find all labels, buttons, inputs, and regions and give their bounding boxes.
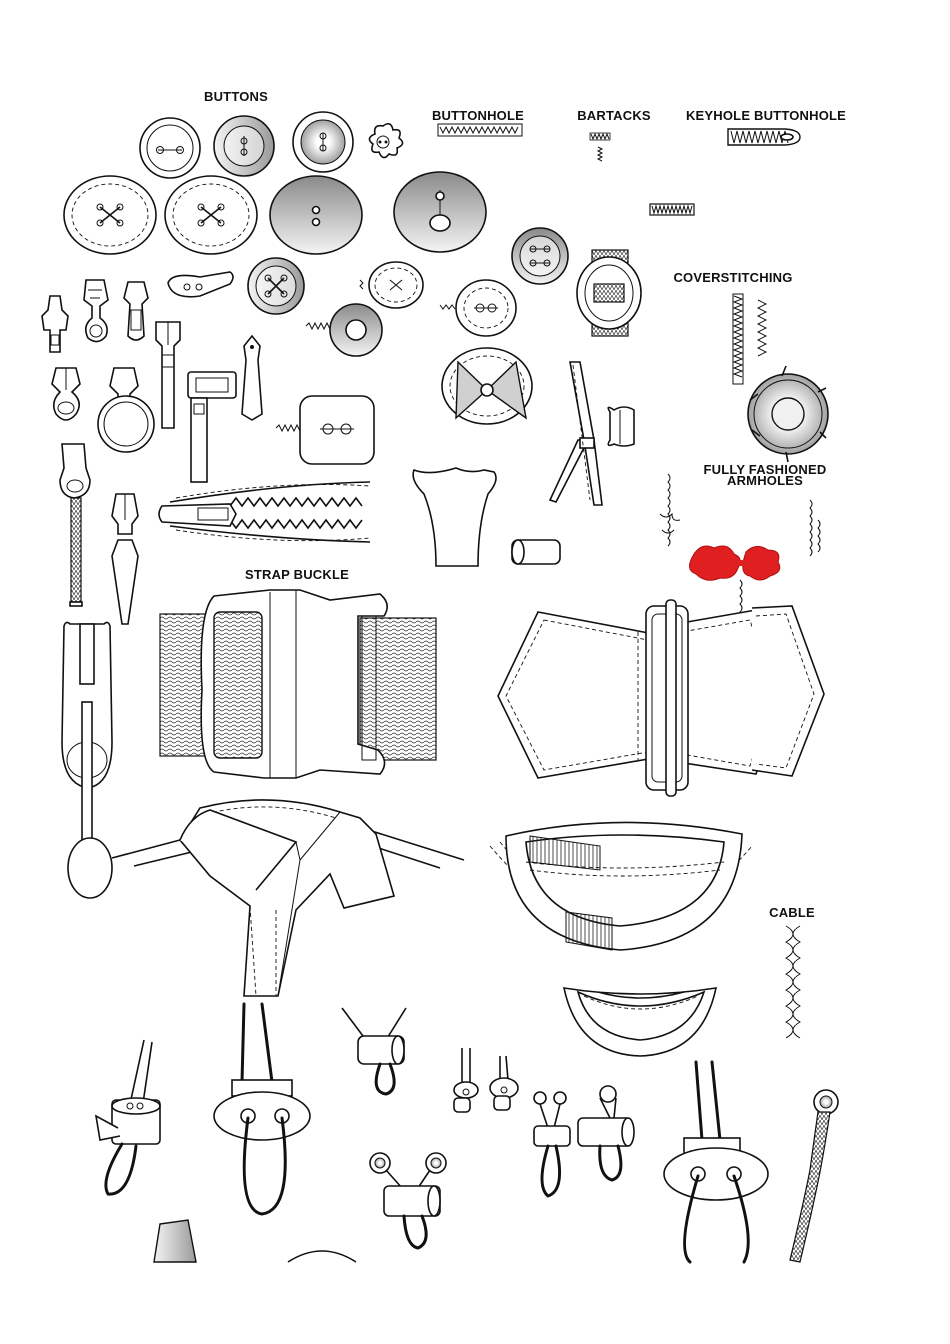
cord-stopper-icon [533, 1091, 571, 1198]
strap-buckle-label: STRAP BUCKLE [245, 567, 349, 582]
coverstitching-sample [732, 293, 768, 385]
zipper-pull-icon [111, 493, 139, 625]
cord-stopper-icon [94, 1039, 161, 1196]
cable-label: CABLE [769, 905, 815, 920]
button-icon [247, 257, 305, 315]
button-icon [63, 175, 157, 255]
zipper-ring-pull-icon [97, 367, 155, 453]
fully-fashioned-sample [659, 473, 821, 629]
cord-stopper-icon [369, 1152, 447, 1250]
zipper-pull-icon [123, 281, 149, 341]
crew-neckline-icon [489, 821, 753, 951]
belt-buckle-icon [497, 599, 825, 797]
button-icon [269, 175, 363, 255]
cord-stopper-icon [577, 1085, 635, 1182]
cord-end-icon [607, 406, 635, 447]
zipper-pull-icon [241, 334, 263, 421]
collar-icon [111, 799, 465, 997]
button-icon [213, 115, 275, 177]
zipper-tab-pull-icon [187, 371, 237, 483]
strap-buckle-icon [159, 589, 437, 779]
zipper-pull-icon [83, 279, 109, 343]
bartack-rect [649, 203, 695, 216]
button-icon [287, 1250, 357, 1263]
button-icon [164, 175, 258, 255]
cable-stitch-sample [784, 925, 802, 1039]
v-neckline-icon [562, 987, 718, 1057]
button-icon [305, 303, 383, 357]
button-icon [439, 279, 517, 337]
zipper-stopper-icon [153, 1219, 197, 1263]
cord-stopper-icon [663, 1060, 769, 1264]
buttonhole-label: BUTTONHOLE [432, 108, 524, 123]
bartacks-label: BARTACKS [577, 108, 651, 123]
button-icon [511, 227, 569, 285]
zipper-pull-large-icon [61, 621, 113, 899]
zipper-pull-long-icon [59, 443, 91, 607]
buttons-label: BUTTONS [204, 89, 268, 104]
button-icon [359, 261, 424, 309]
button-icon [292, 111, 354, 173]
buckle-loop-icon [576, 249, 642, 337]
cord-stopper-icon [213, 1002, 311, 1216]
frog-closure-icon [689, 545, 781, 581]
fully-fashioned-label: FULLY FASHIONED [704, 462, 827, 477]
armholes-label: ARMHOLES [727, 473, 803, 488]
coverstitching-label: COVERSTITCHING [673, 270, 792, 285]
grommet-icon [747, 365, 829, 463]
buttonhole-stitch [437, 123, 523, 137]
keyhole-buttonhole-stitch [727, 128, 801, 146]
cord-lock-icon [511, 539, 561, 565]
drawcord-icon [789, 1089, 839, 1263]
zipper-pull-icon [155, 321, 181, 429]
square-button-icon [275, 395, 375, 465]
cord-end-icon [453, 1048, 479, 1113]
cord-end-icon [489, 1055, 519, 1111]
keyhole-buttonhole-label: KEYHOLE BUTTONHOLE [686, 108, 846, 123]
bartack-stitch [589, 132, 611, 162]
zipper-pull-icon [51, 367, 81, 421]
zipper-stopper-icon [412, 467, 497, 567]
toggle-icon [167, 271, 234, 298]
button-icon [139, 117, 201, 179]
strap-adjuster-icon [548, 361, 603, 506]
flower-button-icon [368, 122, 404, 159]
button-icon [393, 171, 487, 253]
zipper-icon [158, 481, 371, 543]
bow-button-icon [441, 347, 533, 425]
cord-stopper-icon [341, 1007, 407, 1096]
zipper-pull-icon [41, 295, 69, 353]
